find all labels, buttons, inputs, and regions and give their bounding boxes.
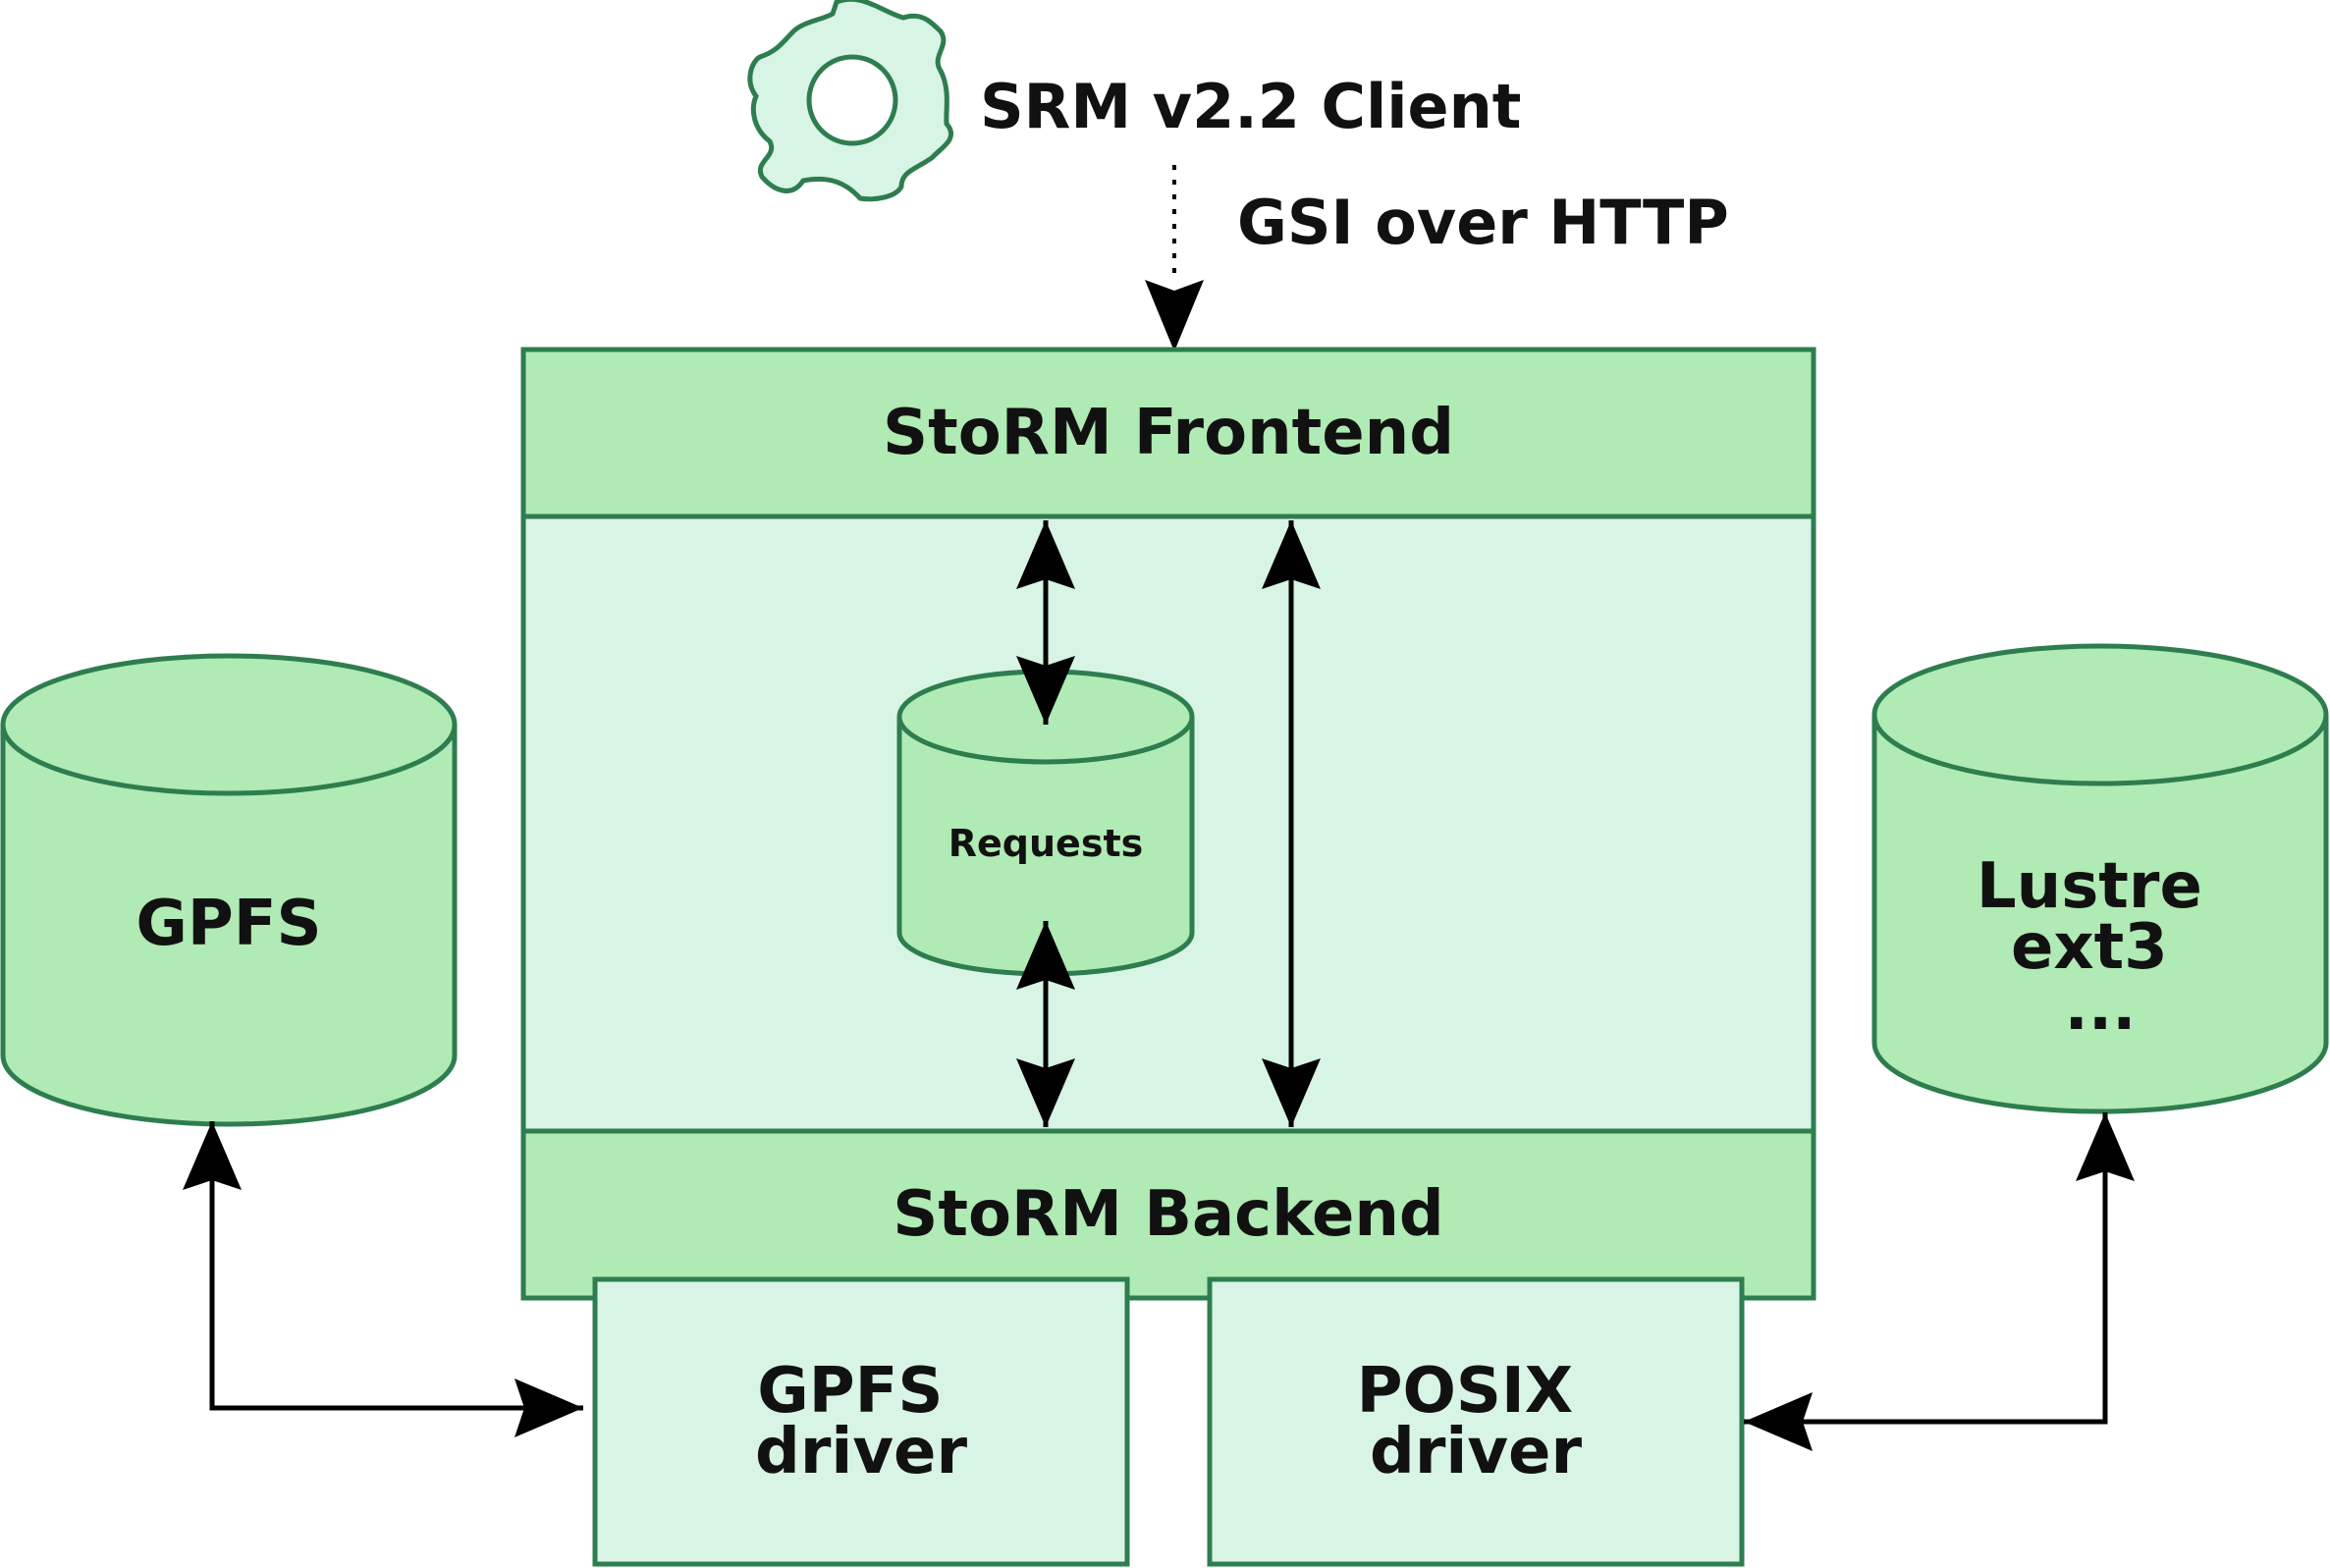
backend-label: StoRM Backend [893, 1178, 1443, 1251]
frontend-label: StoRM Frontend [883, 397, 1454, 469]
posix-driver-connection [1744, 1112, 2135, 1451]
posix-driver-label: POSIX driver [1357, 1355, 1596, 1488]
gpfs-driver-label: GPFS driver [755, 1355, 967, 1488]
requests-label: Requests [948, 822, 1143, 865]
posix-driver-box [1207, 1276, 1745, 1567]
gpfs-driver-line-1: GPFS [757, 1355, 943, 1428]
gpfs-driver-box [592, 1276, 1130, 1567]
posix-storage [1871, 643, 2329, 1114]
storm-frontend [520, 347, 1816, 519]
gpfs-label: GPFS [135, 888, 321, 960]
gsi-arrowhead [1145, 280, 1204, 351]
gpfs-driver-connection [183, 1121, 583, 1437]
posix-storage-line-3: ... [2065, 972, 2137, 1045]
gpfs-driver-line-2: driver [755, 1416, 967, 1488]
posix-storage-label: Lustre ext3 ... [1977, 850, 2224, 1045]
protocol-label: GSI over HTTP [1237, 187, 1729, 258]
posix-driver-line-2: driver [1370, 1416, 1582, 1488]
client-label: SRM v2.2 Client [980, 71, 1521, 142]
posix-storage-line-1: Lustre [1977, 850, 2202, 923]
gear-icon [747, 0, 954, 202]
posix-storage-line-2: ext3 [2011, 911, 2168, 984]
posix-driver-line-1: POSIX [1357, 1355, 1574, 1428]
